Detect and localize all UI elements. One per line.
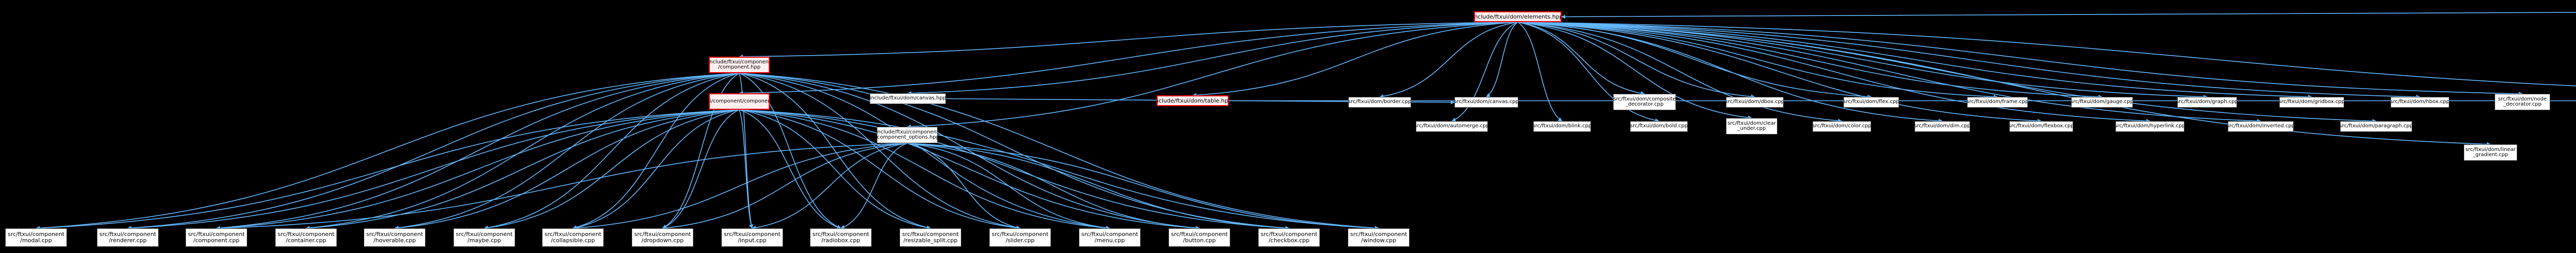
- graph-edge: [739, 109, 1200, 230]
- graph-edge: [36, 109, 740, 230]
- graph-node[interactable]: src/ftxui/component /menu.cpp: [1079, 228, 1141, 247]
- graph-node[interactable]: src/ftxui/dom/paragraph.cpp: [2340, 121, 2412, 132]
- graph-edge: [1561, 11, 2576, 19]
- graph-node[interactable]: src/ftxui/component /dropdown.cpp: [632, 228, 693, 247]
- graph-node[interactable]: src/ftxui/dom/bold.cpp: [1630, 121, 1688, 132]
- graph-edge: [306, 109, 740, 230]
- graph-edge: [662, 143, 908, 230]
- graph-node[interactable]: src/ftxui/dom/graph.cpp: [2177, 97, 2237, 108]
- graph-edge: [1517, 22, 1645, 95]
- graph-edge: [1517, 22, 2523, 96]
- graph-node[interactable]: src/ftxui/dom/dim.cpp: [1914, 121, 1970, 132]
- graph-edge: [739, 73, 1200, 230]
- graph-node[interactable]: include/ftxui/component /component.hpp: [709, 57, 770, 73]
- graph-edge: [1517, 22, 1872, 99]
- graph-node[interactable]: src/ftxui/dom/linear _gradient.cpp: [2464, 144, 2517, 161]
- graph-node[interactable]: src/ftxui/component /hoverable.cpp: [364, 228, 426, 247]
- graph-edge: [739, 73, 1379, 230]
- graph-edge: [394, 109, 740, 230]
- graph-edge: [1517, 22, 2420, 99]
- graph-edge: [840, 143, 908, 229]
- graph-edge: [907, 143, 1379, 230]
- graph-node[interactable]: include/ftxui/dom/canvas.hpp: [870, 93, 946, 104]
- graph-node[interactable]: src/ftxui/dom/gauge.cpp: [2071, 97, 2133, 108]
- graph-edge: [216, 73, 740, 230]
- graph-edge: [216, 143, 908, 230]
- graph-edge: [739, 109, 1290, 230]
- graph-node[interactable]: src/ftxui/dom/color.cpp: [1812, 121, 1871, 132]
- graph-node[interactable]: src/ftxui/dom/inverted.cpp: [2228, 121, 2294, 132]
- graph-edge: [1379, 22, 1518, 98]
- graph-node[interactable]: src/ftxui/component /input.cpp: [721, 228, 783, 247]
- graph-edge: [1517, 22, 2103, 99]
- graph-node[interactable]: src/ftxui/dom/gridbox.cpp: [2279, 97, 2344, 108]
- graph-node[interactable]: include/ftxui/dom/table.hpp: [1157, 95, 1229, 106]
- graph-edge: [1517, 22, 1563, 122]
- graph-edge: [394, 73, 740, 230]
- graph-edge: [572, 109, 740, 230]
- graph-node[interactable]: src/ftxui/dom/frame.cpp: [1967, 97, 2028, 108]
- graph-edge: [1517, 22, 2576, 87]
- graph-edge: [662, 109, 740, 229]
- graph-edge: [739, 22, 1518, 95]
- graph-node[interactable]: include/ftxui/component /component_optio…: [877, 127, 938, 143]
- graph-node[interactable]: src/ftxui/dom/dbox.cpp: [1726, 97, 1784, 108]
- graph-node[interactable]: src/ftxui/dom/automerge.cpp: [1416, 121, 1488, 132]
- graph-edge: [739, 109, 1379, 230]
- graph-node[interactable]: src/ftxui/dom/canvas.cpp: [1454, 97, 1518, 108]
- graph-edge: [907, 143, 1021, 230]
- graph-edge: [752, 143, 908, 230]
- graph-edge: [484, 73, 740, 230]
- graph-node[interactable]: src/ftxui/dom/clear _under.cpp: [1726, 118, 1777, 134]
- graph-node[interactable]: src/ftxui/component /component.cpp: [185, 228, 247, 247]
- graph-node[interactable]: src/ftxui/dom/composite _decorator.cpp: [1613, 94, 1676, 110]
- graph-edge: [907, 143, 1290, 230]
- graph-edge: [1486, 22, 1518, 97]
- graph-edge: [1517, 22, 2208, 99]
- graph-node[interactable]: src/ftxui/component /renderer.cpp: [97, 228, 159, 247]
- graph-node[interactable]: src/ftxui/component /container.cpp: [275, 228, 337, 247]
- graph-node[interactable]: include/ftxui/dom/elements.hpp: [1474, 11, 1562, 22]
- graph-node[interactable]: src/ftxui/component /modal.cpp: [5, 228, 67, 247]
- graph-edge: [36, 73, 740, 230]
- graph-edge: [572, 143, 908, 230]
- graph-node[interactable]: src/ftxui/dom/flex.cpp: [1843, 97, 1899, 108]
- graph-node[interactable]: src/ftxui/component /window.cpp: [1348, 228, 1410, 247]
- graph-edge: [1192, 22, 1518, 97]
- graph-node[interactable]: src/ftxui/dom/border.cpp: [1348, 97, 1411, 108]
- graph-node[interactable]: src/ftxui/dom/node _decorator.cpp: [2495, 94, 2550, 110]
- graph-node[interactable]: src/ftxui/component /collapsible.cpp: [542, 228, 604, 247]
- graph-edge: [907, 22, 1518, 129]
- graph-edge: [907, 22, 1518, 95]
- graph-node[interactable]: src/ftxui/component /maybe.cpp: [453, 228, 515, 247]
- graph-node[interactable]: src/ftxui/component /slider.cpp: [989, 228, 1051, 247]
- graph-node[interactable]: src/ftxui/dom/blink.cpp: [1533, 121, 1591, 132]
- graph-edge: [306, 73, 740, 230]
- graph-edge: [216, 109, 740, 230]
- graph-node[interactable]: include/ftxui/component/component_base.h…: [709, 93, 770, 110]
- graph-node[interactable]: src/ftxui/dom/flexbox.cpp: [2009, 121, 2073, 132]
- graph-edge: [907, 143, 1200, 230]
- graph-edge: [1517, 22, 2312, 99]
- graph-node[interactable]: src/ftxui/component /checkbox.cpp: [1258, 228, 1320, 247]
- graph-edge: [739, 109, 841, 229]
- graph-edge: [1517, 22, 1755, 99]
- graph-node[interactable]: src/ftxui/component /radiobox.cpp: [810, 228, 872, 247]
- graph-edge: [484, 109, 740, 230]
- graph-edge: [739, 109, 753, 229]
- graph-node[interactable]: src/ftxui/component /button.cpp: [1168, 228, 1230, 247]
- graph-edge: [1517, 22, 1998, 99]
- graph-node[interactable]: src/ftxui/dom/hbox.cpp: [2391, 97, 2449, 108]
- graph-edge: [127, 109, 740, 230]
- graph-edge: [1517, 22, 1842, 123]
- graph-node[interactable]: src/ftxui/dom/hyperlink.cpp: [2115, 121, 2184, 132]
- graph-edge: [127, 73, 740, 230]
- graph-node[interactable]: src/ftxui/component /resizable_split.cpp: [900, 228, 961, 247]
- graph-edge: [907, 143, 1110, 230]
- graph-edge: [739, 22, 1518, 59]
